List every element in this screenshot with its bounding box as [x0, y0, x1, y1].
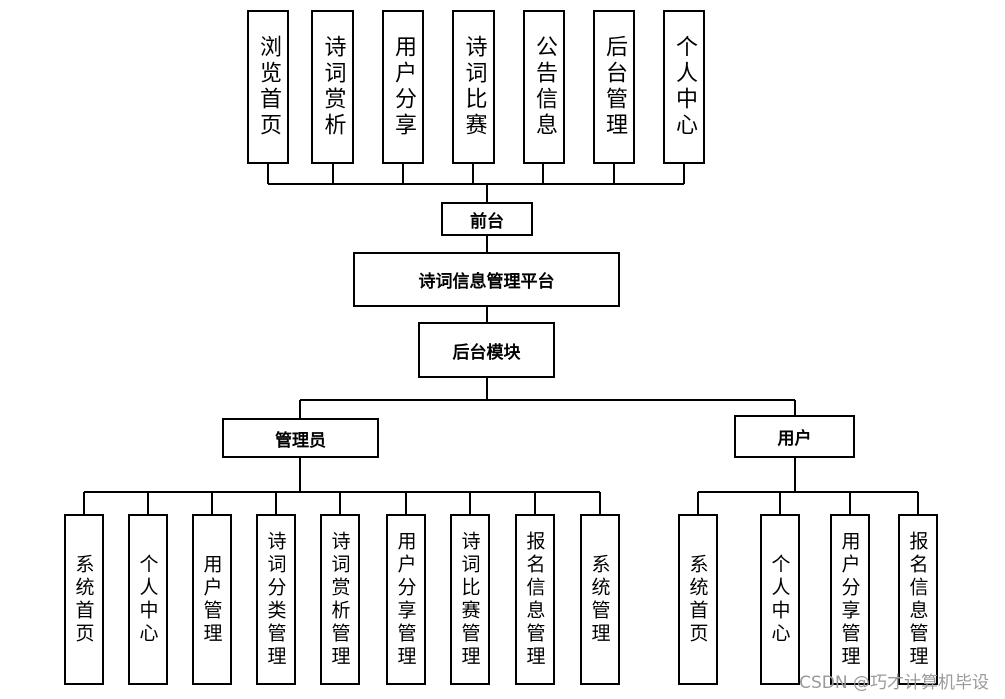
admin-item-poetry-appreciation-management: 诗词赏析管理 [320, 514, 360, 685]
front-item-announcements: 公告信息 [523, 10, 565, 164]
user-node: 用户 [734, 415, 855, 458]
user-item-personal-center: 个人中心 [760, 514, 800, 685]
front-item-personal-center: 个人中心 [663, 10, 705, 164]
admin-item-system-management: 系统管理 [580, 514, 620, 685]
admin-item-registration-management: 报名信息管理 [515, 514, 555, 685]
admin-item-poetry-category-management: 诗词分类管理 [256, 514, 296, 685]
admin-node: 管理员 [222, 418, 379, 458]
admin-item-system-home: 系统首页 [64, 514, 104, 685]
admin-item-personal-center: 个人中心 [128, 514, 168, 685]
backend-module-node: 后台模块 [418, 322, 555, 378]
platform-title-node: 诗词信息管理平台 [353, 252, 620, 307]
user-item-system-home: 系统首页 [678, 514, 718, 685]
admin-item-user-management: 用户管理 [192, 514, 232, 685]
admin-item-user-share-management: 用户分享管理 [386, 514, 426, 685]
front-item-poetry-appreciation: 诗词赏析 [311, 10, 354, 164]
front-item-user-share: 用户分享 [382, 10, 424, 164]
user-item-user-share-management: 用户分享管理 [830, 514, 870, 685]
front-item-backend-management: 后台管理 [593, 10, 635, 164]
front-node: 前台 [441, 202, 533, 236]
admin-item-poetry-contest-management: 诗词比赛管理 [450, 514, 490, 685]
front-item-browse-home: 浏览首页 [247, 10, 289, 164]
front-item-poetry-contest: 诗词比赛 [452, 10, 495, 164]
user-item-registration-management: 报名信息管理 [898, 514, 938, 685]
watermark: CSDN @巧才计算机毕设 [799, 673, 989, 693]
